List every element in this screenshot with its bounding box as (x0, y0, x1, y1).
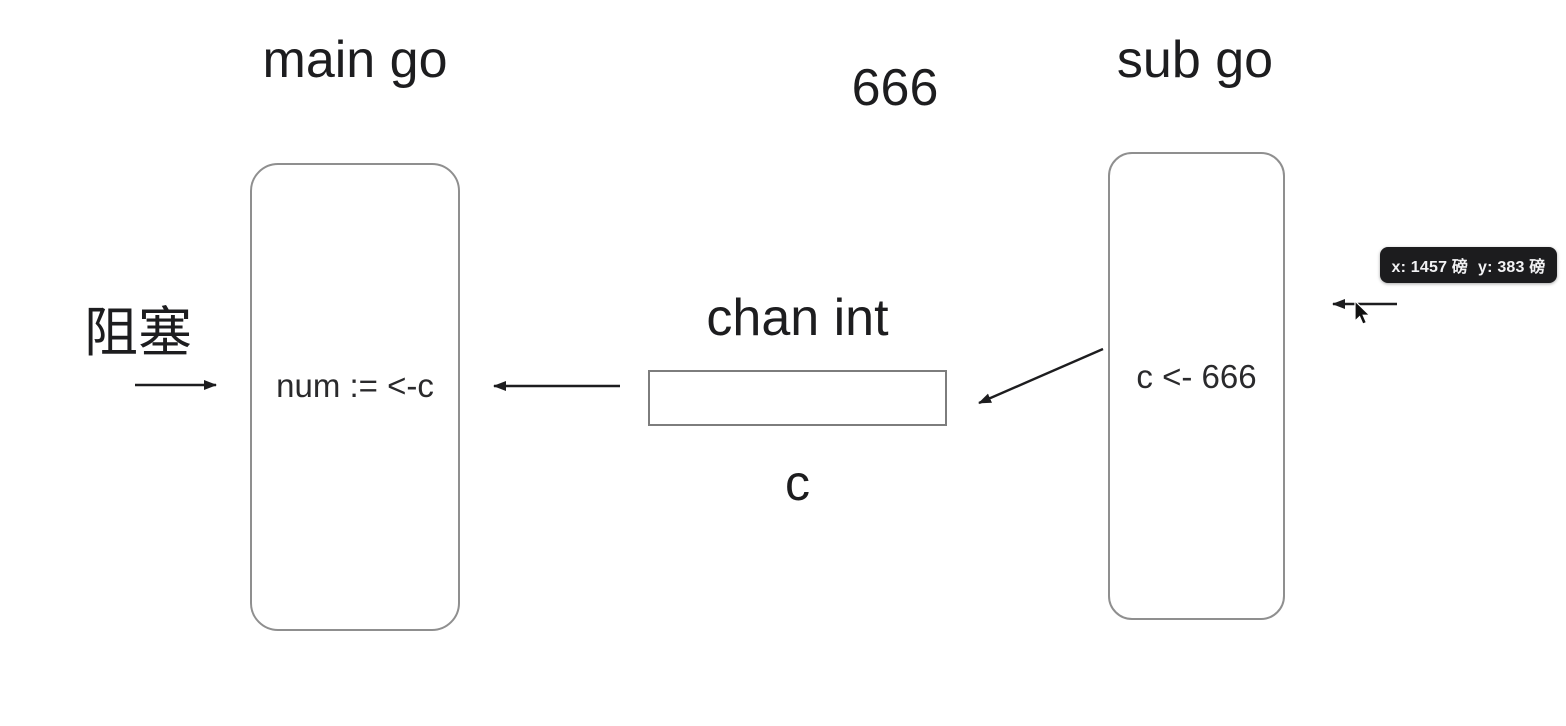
mouse-cursor-icon (1354, 299, 1372, 325)
blocking-label: 阻塞 (84, 303, 192, 363)
coordinate-tooltip: x: 1457 磅 y: 383 磅 (1380, 247, 1557, 283)
tooltip-x-value: x: 1457 磅 (1391, 259, 1469, 276)
main-goroutine-box (250, 163, 460, 631)
channel-type-label: chan int (706, 289, 889, 347)
sub-to-channel-arrow (978, 347, 1104, 405)
main-goroutine-title: main go (262, 31, 448, 89)
transit-value-label: 666 (851, 59, 939, 117)
main-goroutine-code: num := <-c (276, 367, 434, 404)
sub-goroutine-box (1108, 152, 1285, 620)
sub-goroutine-title: sub go (1116, 31, 1274, 89)
tooltip-y-value: y: 383 磅 (1478, 259, 1546, 276)
channel-box (648, 370, 947, 426)
channel-name-label: c (785, 455, 810, 511)
sub-goroutine-code: c <- 666 (1136, 358, 1257, 395)
